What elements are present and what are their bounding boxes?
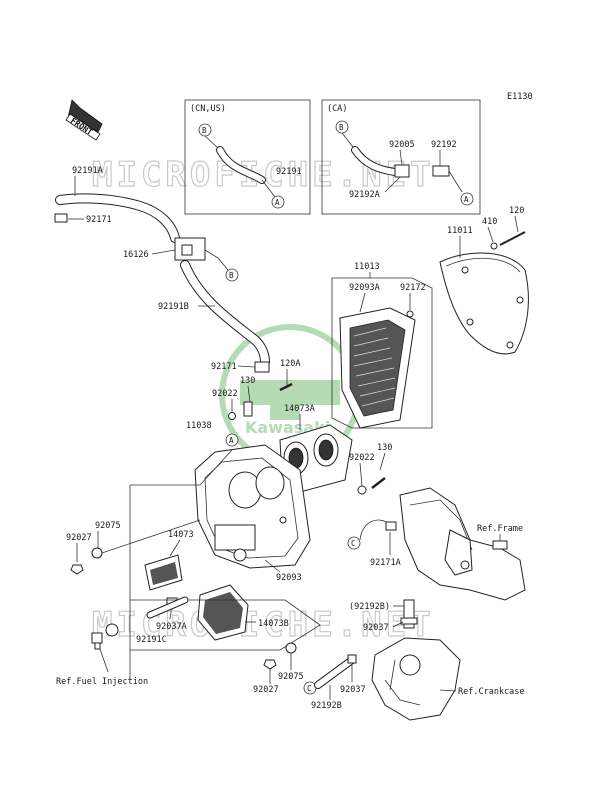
part-label-120: 120 [509,206,524,216]
part-label-11038: 11038 [186,421,212,431]
part-label-92192b-paren: (92192B) [349,602,390,612]
part-label-92191a: 92191A [72,166,103,176]
figure-code: E1130 [507,92,533,102]
part-label-92027-a: 92027 [66,533,92,543]
part-label-120a: 120A [280,359,300,369]
variant-box-cn-us: (CN,US) B A 92191 [184,99,311,215]
part-label-92191b: 92191B [158,302,189,312]
ref-b-main: B [229,271,234,280]
lower-filter [197,584,249,641]
crankcase-reference [371,599,461,721]
part-label-92172: 92172 [400,283,426,293]
part-label-130-b: 130 [377,443,392,453]
part-label-14073b: 14073B [258,619,289,629]
watermark-bottom: MICROFICHE.NET [92,605,435,645]
air-cleaner-housing [194,444,311,569]
part-label-16126: 16126 [123,250,149,260]
part-label-92192b: 92192B [311,701,342,711]
part-label-92037-a: 92037 [363,623,389,633]
ref-frame: Ref.Frame [477,524,523,534]
part-label-92022-a: 92022 [212,389,238,399]
ref-c-frame: C [351,539,356,548]
part-label-92171a-right: 92171A [370,558,401,568]
part-label-92191: 92191 [276,167,302,177]
variant-label-cn-us: (CN,US) [190,104,226,114]
part-label-92191c: 92191C [136,635,167,645]
variant-label-ca: (CA) [327,104,347,114]
frame-reference [399,487,526,601]
watermark-top: MICROFICHE.NET [92,155,435,195]
part-label-92093: 92093 [276,573,302,583]
air-filter-element [331,277,433,429]
part-label-92037-b: 92037 [340,685,366,695]
part-label-11013: 11013 [354,262,380,272]
ref-c-lower: C [307,684,312,693]
part-label-11011: 11011 [447,226,473,236]
ref-a-cn-us: A [275,198,280,207]
front-arrow-icon: FRONT [65,99,103,141]
part-label-14073: 14073 [168,530,194,540]
breather-hose-upper [54,193,270,373]
ref-a-main: A [229,436,234,445]
part-label-92027-b: 92027 [253,685,279,695]
part-label-92093a: 92093A [349,283,380,293]
air-cleaner-cover [439,231,529,355]
part-label-92171-a: 92171 [86,215,112,225]
part-label-92075-a: 92075 [95,521,121,531]
part-label-92037a: 92037A [156,622,187,632]
ref-crankcase: Ref.Crankcase [458,687,525,697]
part-label-92192: 92192 [431,140,457,150]
part-label-92075-b: 92075 [278,672,304,682]
part-label-130-a: 130 [240,376,255,386]
ref-a-ca: A [464,195,469,204]
part-label-410: 410 [482,217,497,227]
part-label-92171-b: 92171 [211,362,237,372]
variant-box-ca: (CA) B A 92005 92192 92192A [321,99,481,215]
ref-fuel-injection: Ref.Fuel Injection [56,677,148,687]
part-label-14073a: 14073A [284,404,315,414]
part-label-92005: 92005 [389,140,415,150]
part-label-92192a: 92192A [349,190,380,200]
ref-b-ca: B [339,123,344,132]
part-label-92022-b: 92022 [349,453,375,463]
ref-b-cn-us: B [202,126,207,135]
